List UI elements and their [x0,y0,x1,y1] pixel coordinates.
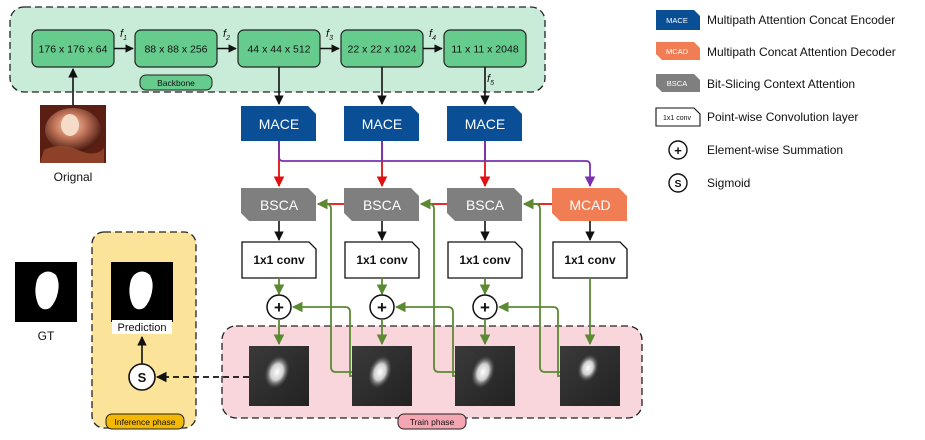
bsca-block-1 [241,188,316,221]
legend-conv-text: Point-wise Convolution layer [707,110,858,124]
legend-mcad-badge [656,42,700,60]
backbone-stage-5-label: 11 x 11 x 2048 [451,44,518,56]
conv-block-2-label: 1x1 conv [356,253,408,267]
prediction-label-bg [112,320,172,334]
feature-label-2: f2 [223,28,230,42]
backbone-tag-label: Backbone [157,78,195,88]
feature-label-5: f5 [487,73,494,87]
feedback-map-2-to-bsca-1 [316,198,352,373]
feedback-map-3-to-bsca-2 [419,198,455,373]
mace-to-mcad-path [278,141,596,188]
legend-sigmoid-badge [668,173,688,193]
bsca-block-2 [344,188,419,221]
mace-block-2 [344,106,419,141]
train-phase-label: Train phase [410,417,455,427]
feedback-map-3-to-sum-2 [394,301,455,377]
legend: MACE Multipath Attention Concat Encoder … [655,10,896,193]
legend-sum-badge-symbol: + [674,143,682,158]
output-map-1 [249,346,309,406]
feature-label-1: f1 [120,28,127,42]
conv-block-4-label: 1x1 conv [564,253,616,267]
bsca-block-2-label: BSCA [363,197,402,213]
conv-block-3 [447,241,523,279]
legend-mace-badge-label: MACE [666,16,688,25]
bsca-block-1-label: BSCA [260,197,299,213]
feature-label-4: f4 [429,28,436,42]
legend-sigmoid-text: Sigmoid [707,176,750,190]
mace-block-3 [447,106,522,141]
original-label: Orignal [54,170,93,184]
conv-block-4 [552,241,628,279]
output-map-3 [455,346,515,406]
bsca-block-3 [447,188,522,221]
legend-mcad-badge-label: MCAD [666,47,689,56]
mace-block-1 [241,106,316,141]
legend-sum-text: Element-wise Summation [707,143,843,157]
legend-sum-badge [668,140,688,160]
prediction-image [111,262,173,322]
legend-bsca-text: Bit-Slicing Context Attention [707,77,855,91]
sum-node-3-symbol: + [480,298,490,317]
legend-mace-text: Multipath Attention Concat Encoder [707,13,895,27]
conv-block-1 [241,241,317,279]
mace-block-2-label: MACE [362,116,402,132]
legend-mcad-text: Multipath Concat Attention Decoder [707,45,896,59]
output-map-2 [352,346,412,406]
feedback-map-4-to-sum-3 [497,301,560,377]
backbone-stage-4-label: 22 x 22 x 1024 [348,44,417,56]
gt-image [15,262,77,322]
legend-conv-badge-label: 1x1 conv [663,115,692,122]
legend-mace-badge [656,10,700,30]
legend-conv-badge [655,107,701,127]
feature-label-3: f3 [326,28,333,42]
output-map-4 [560,346,620,406]
feedback-map-4-to-bsca-3 [522,198,560,373]
conv-block-3-label: 1x1 conv [459,253,511,267]
backbone-tag [139,74,213,91]
backbone-stage-3-label: 44 x 44 x 512 [247,44,310,56]
conv-block-1-label: 1x1 conv [253,253,305,267]
mcad-block-label: MCAD [569,197,610,213]
legend-bsca-badge [656,74,700,92]
mace-block-3-label: MACE [465,116,505,132]
inference-phase-label: Inference phase [115,417,176,427]
backbone-stage-1-label: 176 x 176 x 64 [39,44,108,56]
sum-node-1-symbol: + [274,298,284,317]
sigmoid-node [128,363,156,391]
mcad-block [552,188,627,221]
prediction-label: Prediction [118,322,167,334]
bsca-block-3-label: BSCA [466,197,505,213]
gt-label: GT [38,329,55,343]
inference-phase-tag [105,413,185,430]
sum-node-2-symbol: + [377,298,387,317]
legend-sigmoid-badge-symbol: S [674,178,681,190]
mace-block-1-label: MACE [259,116,299,132]
original-image [40,105,106,163]
backbone-stage-2-label: 88 x 88 x 256 [144,44,207,56]
legend-bsca-badge-label: BSCA [667,79,687,88]
conv-block-2 [344,241,420,279]
sigmoid-node-symbol: S [138,370,147,385]
feedback-map-2-to-sum-1 [291,301,352,377]
train-phase-tag [397,413,467,430]
